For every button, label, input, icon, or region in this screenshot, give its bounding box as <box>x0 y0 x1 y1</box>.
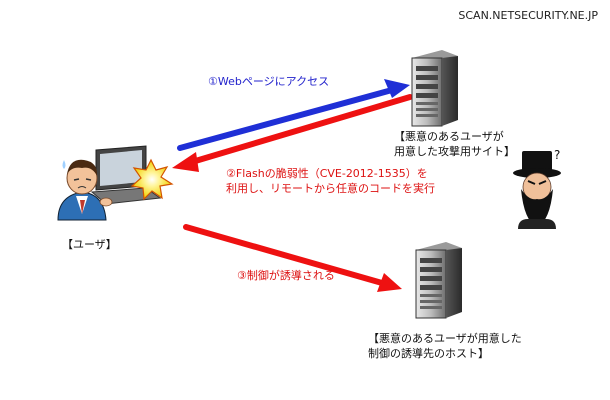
host-caption-line2: 制御の誘導先のホスト】 <box>368 347 489 360</box>
host-caption-line1: 【悪意のあるユーザが用意した <box>368 332 522 345</box>
user-laptop-icon <box>57 145 162 221</box>
host-caption: 【悪意のあるユーザが用意した 制御の誘導先のホスト】 <box>368 331 522 361</box>
step2-label: ②Flashの脆弱性（CVE-2012-1535）を 利用し、リモートから任意の… <box>226 166 435 196</box>
step1-label: ①Webページにアクセス <box>208 75 330 88</box>
arrow-web-access <box>177 79 410 151</box>
arrow-redirect <box>183 224 402 292</box>
step2-label-line2: 利用し、リモートから任意のコードを実行 <box>226 182 435 195</box>
arrow-exploit <box>172 94 413 172</box>
host-server-icon <box>415 242 462 319</box>
attack-site-caption-line1: 【悪意のあるユーザが <box>394 130 504 143</box>
step2-label-line1: ②Flashの脆弱性（CVE-2012-1535）を <box>226 167 428 180</box>
attack-site-caption: 【悪意のあるユーザが 用意した攻撃用サイト】 <box>394 129 515 159</box>
user-caption: 【ユーザ】 <box>62 238 117 251</box>
exploit-burst-icon <box>130 158 174 201</box>
step3-label: ③制御が誘導される <box>237 269 335 282</box>
svg-text:?: ? <box>554 148 560 162</box>
attack-site-caption-line2: 用意した攻撃用サイト】 <box>394 145 515 158</box>
malicious-user-icon: ? <box>513 148 561 229</box>
watermark-text: SCAN.NETSECURITY.NE.JP <box>458 9 598 22</box>
attack-server-icon <box>411 50 458 127</box>
